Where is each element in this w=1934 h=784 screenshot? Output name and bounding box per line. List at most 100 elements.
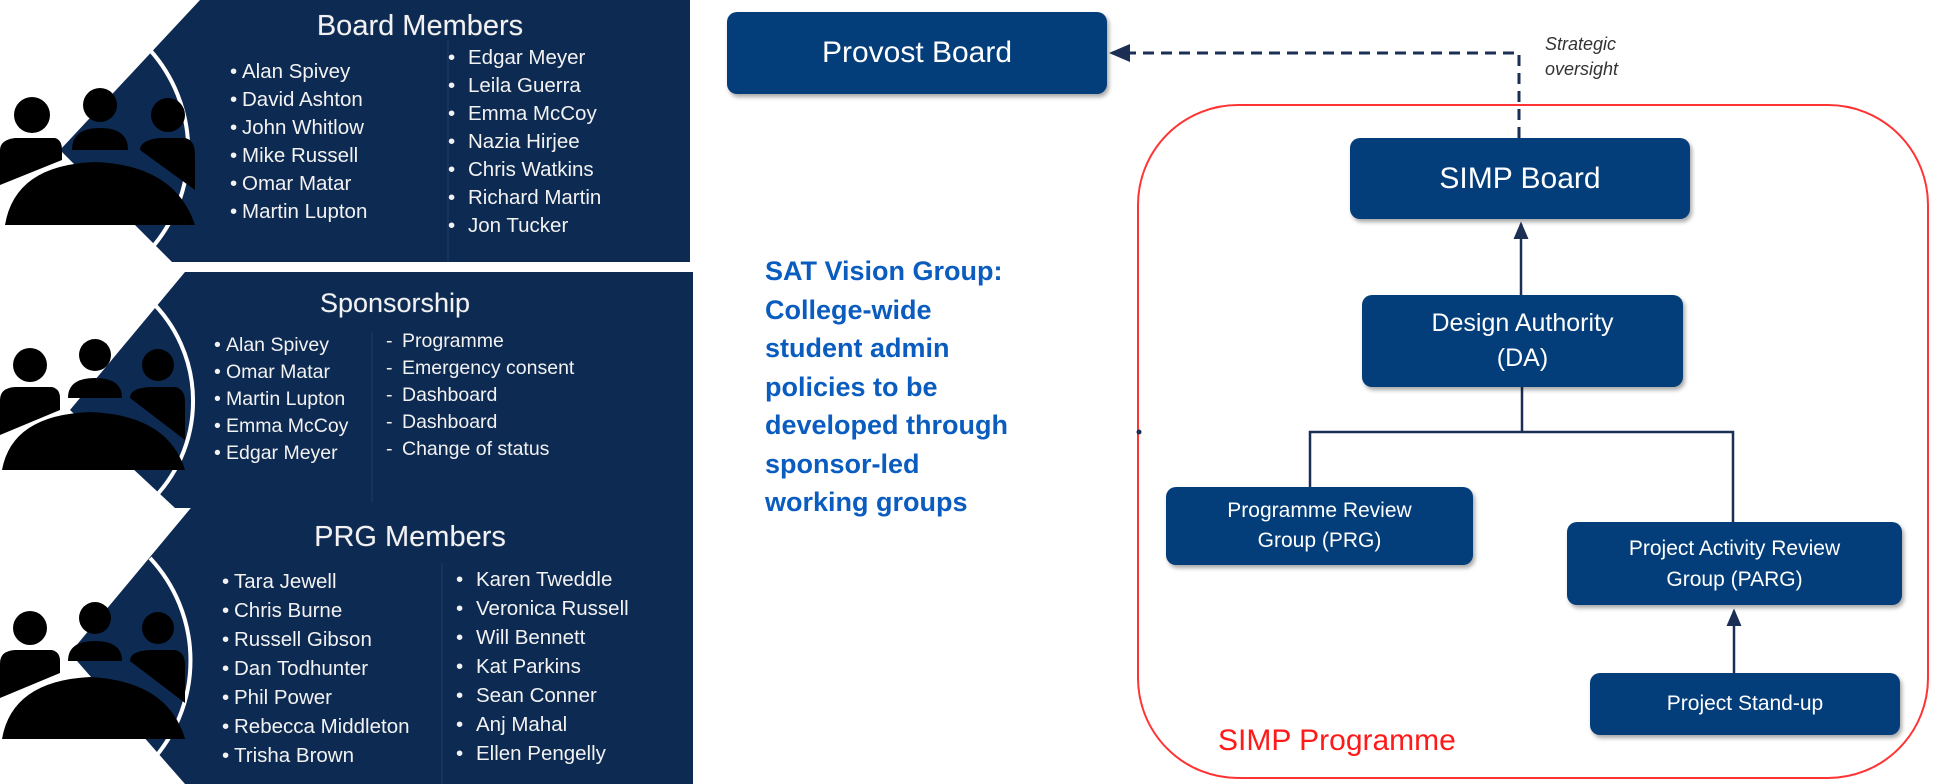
- design-authority-box[interactable]: Design Authority (DA): [1362, 295, 1683, 387]
- simp-board-label: SIMP Board: [1439, 161, 1601, 195]
- list-item: • Will Bennett: [456, 623, 629, 652]
- list-item: •David Ashton: [230, 86, 367, 114]
- list-item: •Omar Matar: [214, 359, 348, 386]
- list-item: •Chris Burne: [222, 596, 410, 625]
- list-item: •Trisha Brown: [222, 741, 410, 770]
- list-item: • Karen Tweddle: [456, 565, 629, 594]
- list-item: •Omar Matar: [230, 170, 367, 198]
- list-item: •Veronica Russell: [456, 594, 629, 623]
- border-dot: [1136, 429, 1142, 435]
- list-item: -Change of status: [386, 436, 574, 463]
- list-item: •Nazia Hirjee: [448, 128, 601, 156]
- list-item: •Sean Conner: [456, 681, 629, 710]
- parg-box[interactable]: Project Activity Review Group (PARG): [1567, 522, 1902, 605]
- list-item: •Anj Mahal: [456, 710, 629, 739]
- prg-box-abbr: Group (PRG): [1257, 529, 1382, 552]
- vision-text-line: sponsor-led: [765, 448, 920, 479]
- list-item-text: Edgar Meyer: [468, 46, 586, 69]
- prg-members-panel: PRG Members •Tara Jewell•Chris Burne•Rus…: [0, 503, 700, 784]
- provost-board-label: Provost Board: [821, 36, 1013, 69]
- bullet-marker: •: [456, 568, 464, 591]
- bullet-marker: •: [222, 686, 230, 709]
- bullet-marker: •: [448, 130, 456, 153]
- list-item-text: Alan Spivey: [242, 60, 351, 83]
- list-item: •Kat Parkins: [456, 652, 629, 681]
- design-authority-label: Design Authority: [1431, 309, 1614, 337]
- list-item: • Emma McCoy: [448, 100, 601, 128]
- list-item: •Martin Lupton: [214, 386, 348, 413]
- list-item: •Chris Watkins: [448, 156, 601, 184]
- list-item-text: Dan Todhunter: [234, 657, 369, 680]
- parg-box-abbr: Group (PARG): [1666, 567, 1803, 591]
- list-item-text: Martin Lupton: [242, 200, 368, 223]
- prg-members-col2: •Karen Tweddle•Veronica Russell•Will Ben…: [456, 565, 629, 768]
- board-members-panel: Board Members •Alan Spivey•David Ashton•…: [0, 0, 700, 264]
- prg-members-col1: •Tara Jewell•Chris Burne•Russell Gibson•…: [222, 567, 410, 770]
- list-item-text: Ellen Pengelly: [476, 742, 606, 765]
- list-item-text: Tara Jewell: [234, 570, 337, 593]
- sponsorship-panel: Sponsorship •Alan Spivey•Omar Matar•Mart…: [0, 270, 700, 510]
- list-item-text: Leila Guerra: [468, 74, 581, 97]
- bullet-marker: -: [386, 357, 393, 379]
- bullet-marker: •: [448, 186, 456, 209]
- vision-text-line: policies to be: [765, 371, 938, 402]
- strategic-oversight-label: Strategic oversight: [1545, 32, 1618, 82]
- panel-title: PRG Members: [314, 521, 506, 553]
- bullet-marker: •: [230, 60, 238, 83]
- list-item: •Mike Russell: [230, 142, 367, 170]
- list-item-text: Karen Tweddle: [476, 568, 613, 591]
- list-item-text: Trisha Brown: [234, 744, 354, 767]
- bullet-marker: •: [222, 657, 230, 680]
- list-item: •Martin Lupton: [230, 198, 367, 226]
- bullet-marker: •: [448, 46, 456, 69]
- vision-text-line: SAT Vision Group:: [765, 256, 1003, 286]
- bullet-marker: •: [214, 388, 221, 410]
- bullet-marker: •: [230, 172, 238, 195]
- simp-programme-container: [1137, 104, 1929, 779]
- bullet-marker: •: [230, 116, 238, 139]
- sponsorship-names: •Alan Spivey•Omar Matar•Martin Lupton•Em…: [214, 332, 348, 467]
- list-item: •Alan Spivey: [230, 58, 367, 86]
- bullet-marker: •: [456, 626, 464, 649]
- bullet-marker: •: [456, 655, 464, 678]
- list-item: •Russell Gibson: [222, 625, 410, 654]
- provost-board-box[interactable]: Provost Board: [727, 12, 1107, 94]
- panel-shape: [70, 503, 693, 784]
- list-item: -Programme: [386, 328, 574, 355]
- list-item: •Richard Martin: [448, 184, 601, 212]
- simp-board-box[interactable]: SIMP Board: [1350, 138, 1690, 219]
- list-item: •Alan Spivey: [214, 332, 348, 359]
- bullet-marker: •: [222, 599, 230, 622]
- people-group-icon: [0, 556, 193, 765]
- list-item-text: Programme: [402, 330, 504, 352]
- bullet-marker: •: [214, 415, 221, 437]
- list-item-text: Will Bennett: [476, 626, 586, 649]
- prg-box-label: Programme Review: [1227, 499, 1412, 522]
- bullet-marker: •: [222, 715, 230, 738]
- bullet-marker: •: [230, 144, 238, 167]
- project-standup-box[interactable]: Project Stand-up: [1590, 673, 1900, 735]
- bullet-marker: -: [386, 438, 393, 460]
- list-item-text: Alan Spivey: [226, 334, 329, 356]
- panel-title: Board Members: [316, 10, 524, 42]
- list-item: -Emergency consent: [386, 355, 574, 382]
- list-item-text: John Whitlow: [242, 116, 364, 139]
- list-item: •Ellen Pengelly: [456, 739, 629, 768]
- list-item-text: Emma McCoy: [468, 102, 597, 125]
- bullet-marker: •: [448, 102, 456, 125]
- board-members-col1: •Alan Spivey•David Ashton•John Whitlow•M…: [230, 58, 367, 226]
- bullet-marker: -: [386, 411, 393, 433]
- list-item-text: Veronica Russell: [476, 597, 629, 620]
- design-authority-abbr: (DA): [1496, 344, 1549, 372]
- bullet-marker: •: [230, 88, 238, 111]
- list-item: •Jon Tucker: [448, 212, 601, 240]
- prg-box[interactable]: Programme Review Group (PRG): [1166, 487, 1473, 565]
- list-item-text: Omar Matar: [242, 172, 352, 195]
- bullet-marker: •: [448, 214, 456, 237]
- list-item: -Dashboard: [386, 382, 574, 409]
- list-item-text: Emma McCoy: [226, 415, 349, 437]
- vision-text-line: student admin: [765, 333, 950, 363]
- people-group-icon: [0, 48, 195, 252]
